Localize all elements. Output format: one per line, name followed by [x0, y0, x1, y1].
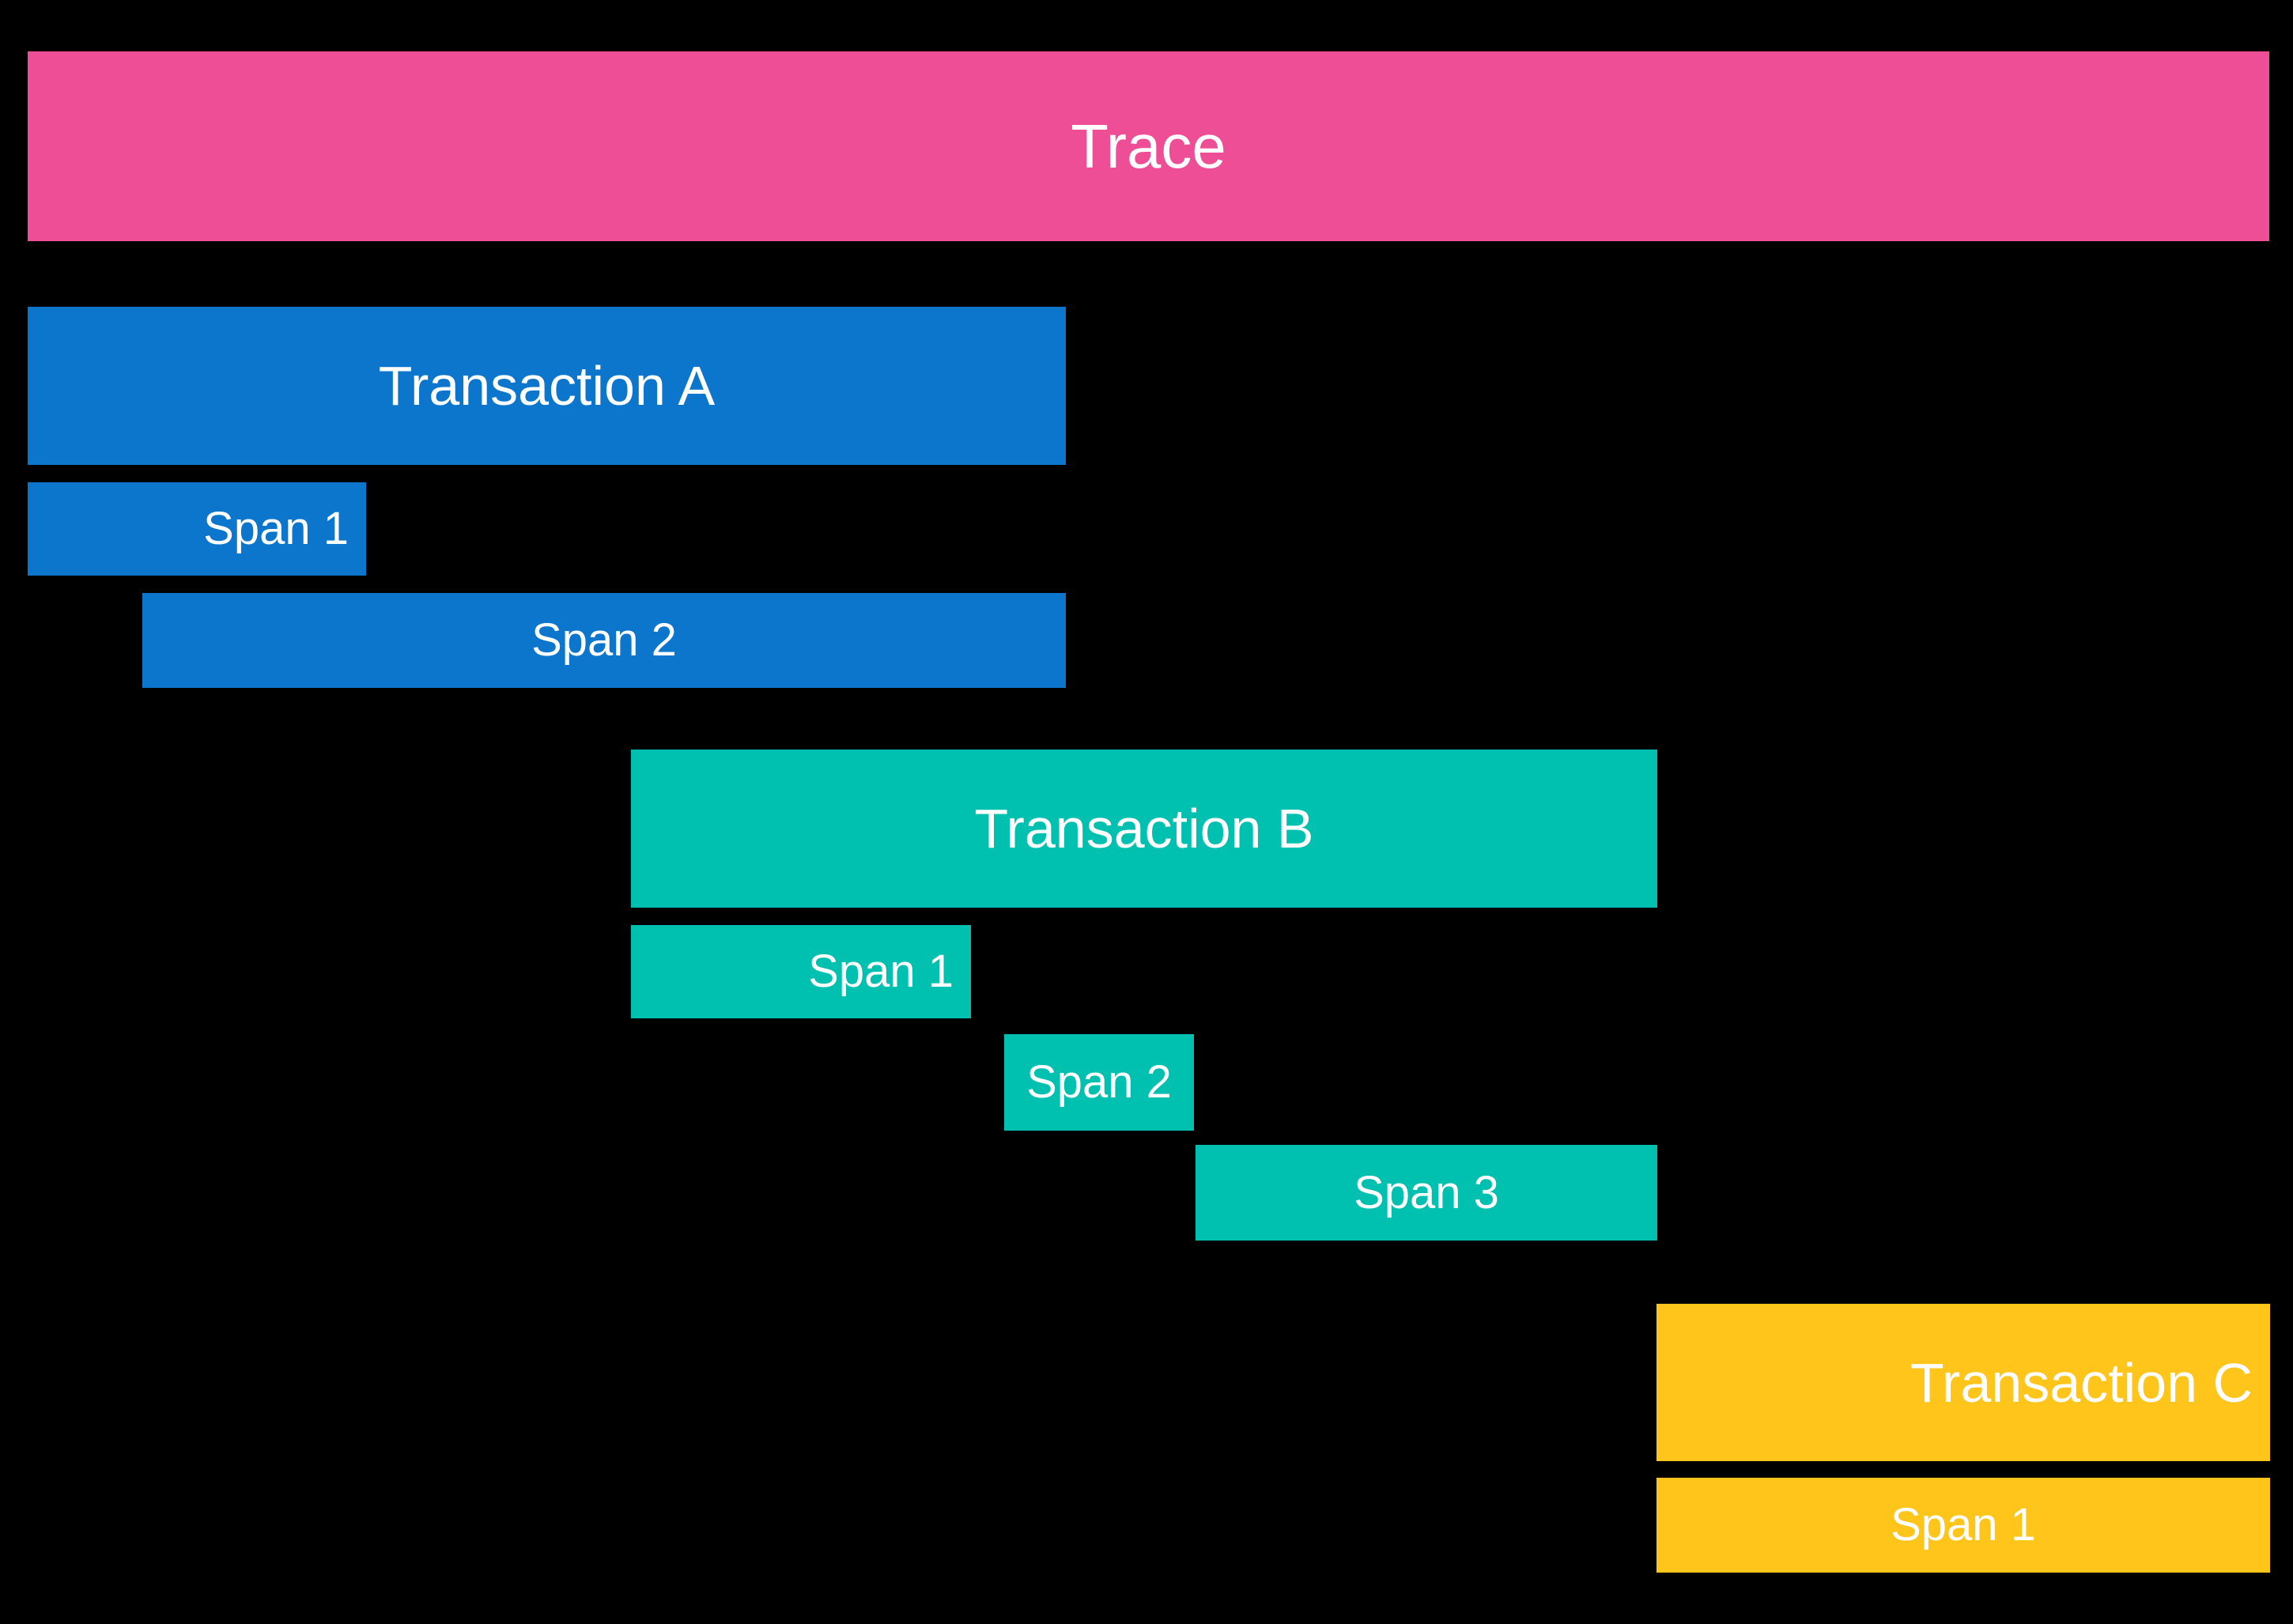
transaction-b-span-2-label: Span 2	[1026, 1056, 1172, 1108]
transaction-c-label: Transaction C	[1910, 1351, 2253, 1414]
transaction-b-label: Transaction B	[974, 798, 1314, 859]
transaction-b-span-1-label: Span 1	[808, 946, 954, 997]
bar-transaction-a[interactable]: Transaction A	[28, 307, 1066, 465]
transaction-a-span-1-label: Span 1	[203, 503, 349, 554]
bar-transaction-c[interactable]: Transaction C	[1656, 1304, 2270, 1461]
bar-transaction-b-span-3[interactable]: Span 3	[1196, 1145, 1657, 1241]
bar-transaction-b[interactable]: Transaction B	[631, 750, 1657, 908]
bar-transaction-a-span-1[interactable]: Span 1	[28, 482, 366, 576]
bar-transaction-b-span-2[interactable]: Span 2	[1004, 1034, 1194, 1131]
transaction-a-label: Transaction A	[378, 355, 716, 417]
transaction-b-span-3-label: Span 3	[1354, 1166, 1499, 1218]
bar-transaction-b-span-1[interactable]: Span 1	[631, 925, 971, 1018]
bar-transaction-a-span-2[interactable]: Span 2	[142, 593, 1066, 688]
bar-trace[interactable]: Trace	[28, 51, 2269, 241]
bar-transaction-c-span-1[interactable]: Span 1	[1656, 1478, 2270, 1573]
transaction-a-span-2-label: Span 2	[531, 614, 677, 666]
transaction-c-span-1-label: Span 1	[1891, 1499, 2036, 1550]
trace-label: Trace	[1071, 111, 1226, 181]
